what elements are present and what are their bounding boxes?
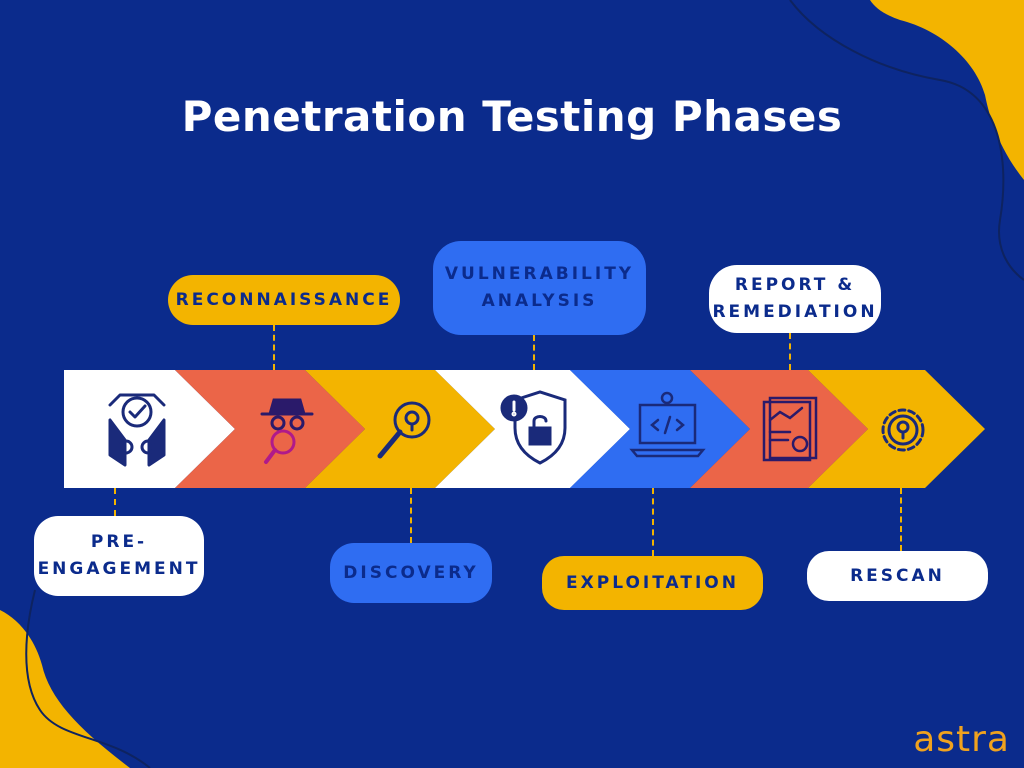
- arrow-segment-5: [570, 370, 750, 488]
- connector-reconnaissance: [273, 325, 275, 370]
- gear-bulb-icon: [881, 408, 925, 452]
- arrow-segment-1: [64, 370, 235, 488]
- report-chart-icon: [762, 396, 818, 462]
- connector-discovery: [410, 488, 412, 543]
- connector-exploitation: [652, 488, 654, 556]
- connector-rescan: [900, 488, 902, 551]
- corner-curve-top-right: [789, 0, 1024, 281]
- handshake-check-icon: [108, 393, 166, 467]
- connector-report-remediation: [789, 333, 791, 370]
- page-title: Penetration Testing Phases: [181, 92, 843, 141]
- phase-label-reconnaissance: RECONNAISSANCE: [168, 275, 400, 325]
- spy-magnifier-icon: [260, 398, 314, 464]
- phase-label-exploitation: EXPLOITATION: [542, 556, 763, 610]
- arrow-segment-2: [175, 370, 365, 488]
- corner-blob-bottom-left: [0, 610, 130, 768]
- arrow-segment-3: [305, 370, 495, 488]
- shield-lock-alert-icon: [500, 390, 567, 465]
- connector-vulnerability-analysis: [533, 335, 535, 370]
- magnifier-bulb-icon: [377, 401, 431, 459]
- phase-label-report-remediation: REPORT & REMEDIATION: [709, 265, 881, 333]
- phase-label-vulnerability-analysis: VULNERABILITY ANALYSIS: [433, 241, 646, 335]
- phase-label-rescan: RESCAN: [807, 551, 988, 601]
- laptop-code-icon: [629, 391, 706, 458]
- phase-label-discovery: DISCOVERY: [330, 543, 492, 603]
- corner-blob-top-right: [870, 0, 1024, 180]
- corner-curve-bottom-left: [25, 589, 151, 768]
- phase-label-pre-engagement: PRE- ENGAGEMENT: [34, 516, 204, 596]
- arrow-segment-7: [808, 370, 985, 488]
- brand-logo: astra: [913, 719, 1010, 760]
- connector-pre-engagement: [114, 488, 116, 516]
